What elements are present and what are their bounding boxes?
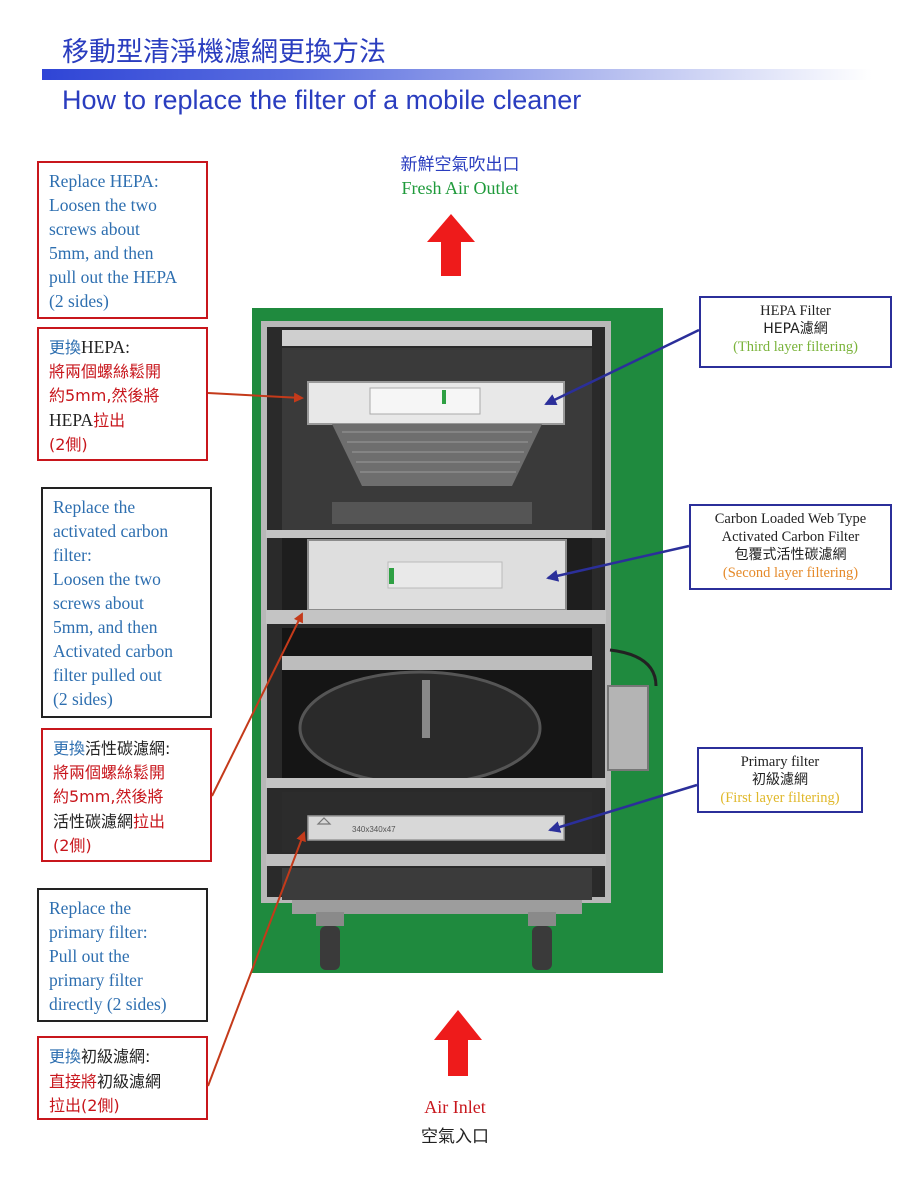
hepa-reflection — [332, 502, 532, 524]
carbon-zh-line: (2側) — [53, 836, 92, 855]
carbon-zh-line: 約5mm,然後將 — [53, 787, 164, 806]
outlet-label-zh: 新鮮空氣吹出口 — [400, 155, 520, 175]
primary-en-line: directly (2 sides) — [49, 994, 167, 1014]
blower-fan — [298, 670, 542, 786]
hepa-zh-word: HEPA: — [81, 337, 130, 357]
primary-zh-word: 更換 — [49, 1047, 82, 1066]
carbon-en-line: Activated carbon — [53, 641, 174, 661]
page-title-en: How to replace the filter of a mobile cl… — [62, 85, 582, 115]
top-band — [282, 330, 592, 346]
carbon-zh-word: 活性碳濾網: — [85, 739, 171, 758]
carbon-en-line: filter: — [53, 545, 92, 565]
carbon-callout-layer: (Second layer filtering) — [722, 565, 859, 581]
hepa-en-line: screws about — [49, 219, 140, 239]
primary-callout-layer: (First layer filtering) — [720, 790, 840, 806]
hepa-callout-line: HEPA濾網 — [763, 321, 828, 337]
hepa-callout-layer: (Third layer filtering) — [733, 339, 858, 355]
hepa-en-line: pull out the HEPA — [49, 267, 178, 287]
hepa-zh-word: HEPA — [49, 410, 94, 430]
primary-zh-line: 拉出(2側) — [49, 1096, 120, 1115]
outlet-up-arrow-icon — [427, 214, 475, 276]
hepa-zh-line: 將兩個螺絲鬆開 — [49, 362, 162, 381]
carbon-zh-line: 將兩個螺絲鬆開 — [53, 763, 166, 782]
primary-filter-callout: Primary filter 初級濾網 (First layer filteri… — [697, 747, 863, 813]
carbon-en-line: 5mm, and then — [53, 617, 158, 637]
primary-zh-word: 初級濾網: — [81, 1047, 151, 1066]
carbon-instruction-en-box: Replace the activated carbon filter: Loo… — [41, 487, 212, 718]
carbon-en-line: (2 sides) — [53, 689, 113, 709]
primary-en-line: Pull out the — [49, 946, 130, 966]
carbon-zh-word: 活性碳濾網 — [53, 812, 134, 831]
hepa-en-line: Replace HEPA: — [49, 171, 159, 191]
inlet-label-zh: 空氣入口 — [421, 1127, 489, 1147]
primary-en-line: Replace the — [49, 898, 132, 918]
hepa-zh-line: (2側) — [49, 435, 88, 454]
title-underline-bar — [42, 69, 872, 80]
carbon-callout-line: Activated Carbon Filter — [721, 529, 860, 545]
hepa-en-line: 5mm, and then — [49, 243, 154, 263]
primary-callout-line: 初級濾網 — [752, 772, 808, 788]
hepa-en-line: (2 sides) — [49, 291, 109, 311]
carbon-callout-line: 包覆式活性碳濾網 — [734, 547, 847, 563]
primary-filter-front — [307, 815, 565, 841]
primary-zh-word: 初級濾網 — [97, 1072, 162, 1091]
page-title-zh: 移動型清淨機濾網更換方法 — [62, 37, 386, 68]
carbon-zh-word: 更換 — [53, 739, 86, 758]
control-box — [607, 685, 649, 771]
inlet-label-en: Air Inlet — [424, 1097, 486, 1117]
carbon-en-line: screws about — [53, 593, 144, 613]
hepa-en-line: Loosen the two — [49, 195, 157, 215]
carbon-zh-word: 拉出 — [133, 812, 166, 831]
hepa-zh-word: 拉出 — [93, 411, 126, 430]
hepa-callout-line: HEPA Filter — [760, 303, 831, 319]
carbon-instruction-zh-box: 更換活性碳濾網: 將兩個螺絲鬆開 約5mm,然後將 活性碳濾網拉出 (2側) — [41, 728, 212, 862]
caster-wheels — [316, 912, 556, 970]
primary-en-line: primary filter: — [49, 922, 148, 942]
carbon-en-line: Loosen the two — [53, 569, 161, 589]
hepa-instruction-zh-box: 更換HEPA: 將兩個螺絲鬆開 約5mm,然後將 HEPA拉出 (2側) — [37, 327, 208, 461]
hepa-zh-word: 更換 — [49, 338, 82, 357]
carbon-rail — [266, 610, 606, 624]
primary-filter-size-label: 340x340x47 — [352, 825, 396, 834]
primary-instruction-zh-box: 更換初級濾網: 直接將初級濾網 拉出(2側) — [37, 1036, 208, 1120]
hepa-filter-callout: HEPA Filter HEPA濾網 (Third layer filterin… — [699, 296, 892, 368]
primary-zh-word: 直接將 — [49, 1072, 98, 1091]
carbon-en-line: filter pulled out — [53, 665, 162, 685]
primary-instruction-en-box: Replace the primary filter: Pull out the… — [37, 888, 208, 1022]
carbon-filter-callout: Carbon Loaded Web Type Activated Carbon … — [689, 504, 892, 590]
outlet-label-en: Fresh Air Outlet — [401, 178, 519, 198]
inlet-up-arrow-icon — [434, 1010, 482, 1076]
hepa-pleats — [332, 424, 542, 486]
hepa-instruction-en-box: Replace HEPA: Loosen the two screws abou… — [37, 161, 208, 319]
cleaner-photo: 340x340x47 — [252, 308, 663, 973]
primary-callout-line: Primary filter — [740, 754, 820, 770]
hepa-zh-line: 約5mm,然後將 — [49, 386, 160, 405]
carbon-en-line: Replace the — [53, 497, 136, 517]
primary-en-line: primary filter — [49, 970, 143, 990]
carbon-en-line: activated carbon — [53, 521, 169, 541]
hepa-label-plate — [369, 387, 481, 415]
carbon-callout-line: Carbon Loaded Web Type — [714, 511, 867, 527]
